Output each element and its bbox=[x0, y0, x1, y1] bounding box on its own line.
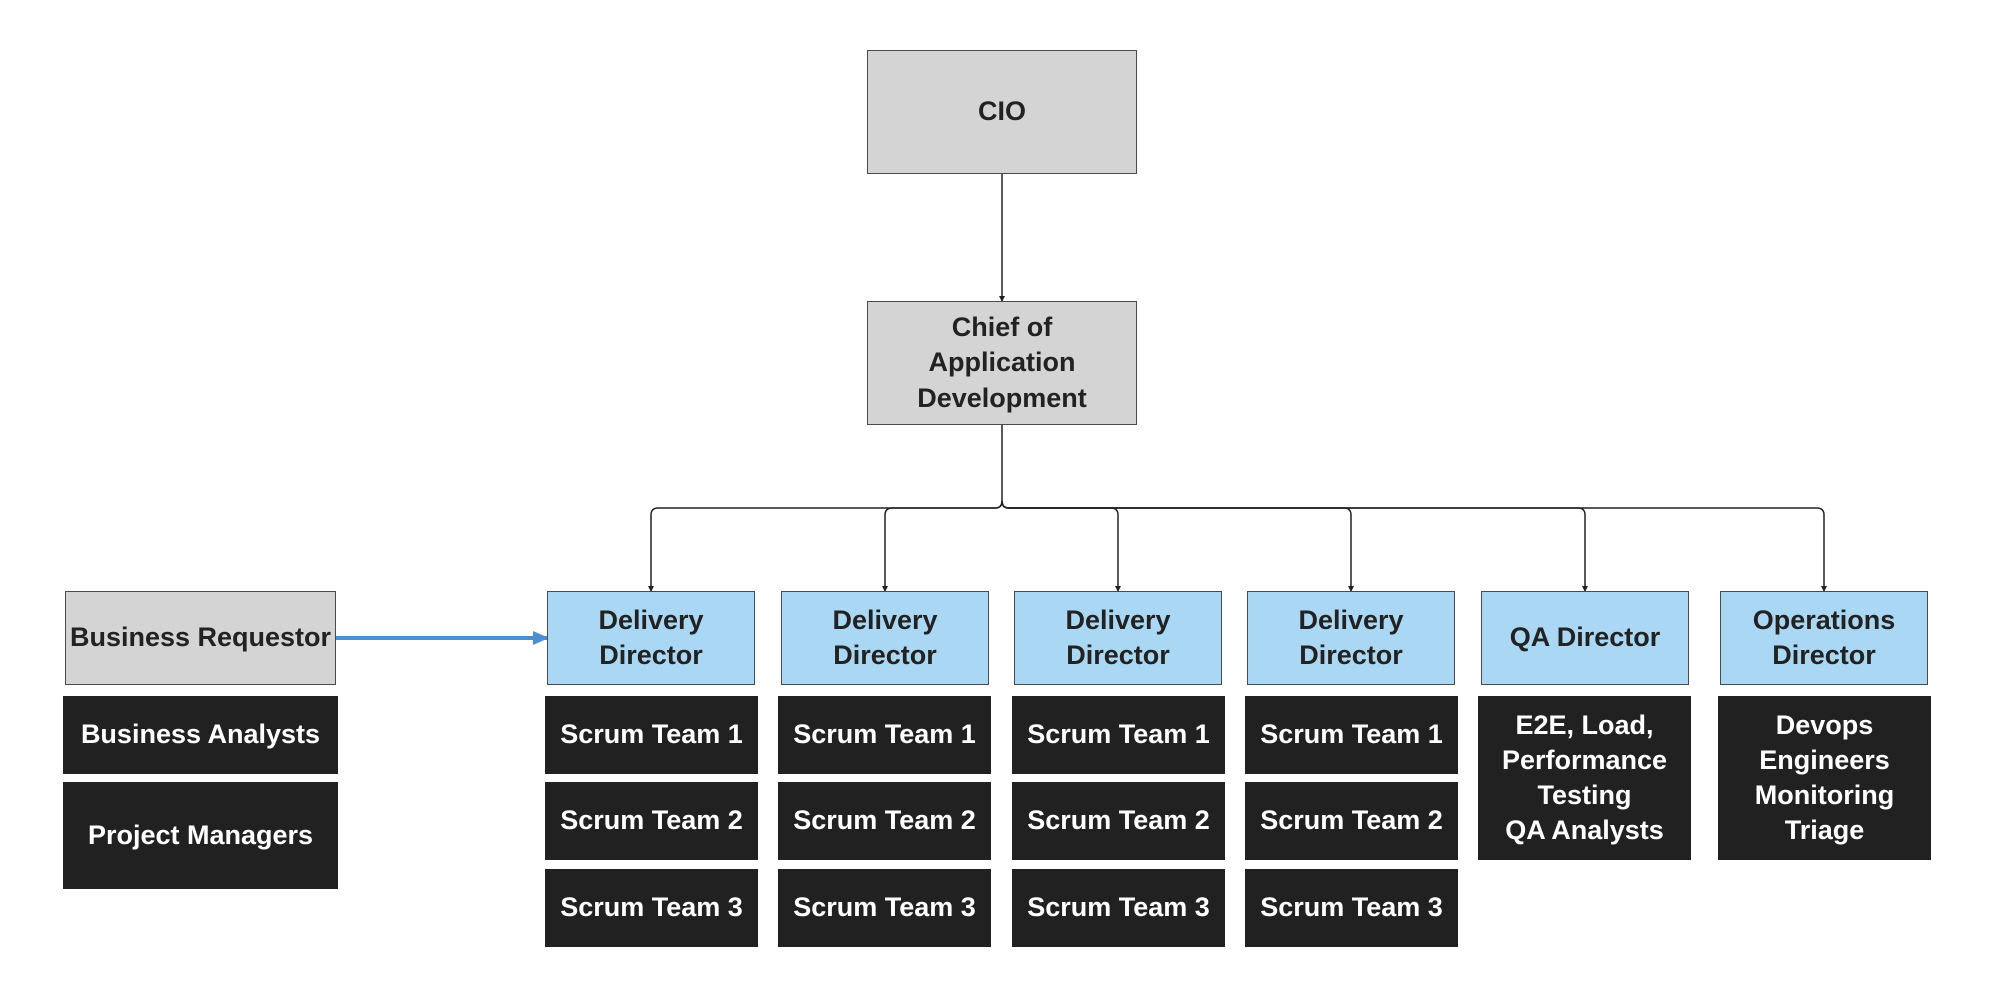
scrum-team-box: Scrum Team 3 bbox=[778, 869, 991, 947]
delivery-director-box: Delivery Director bbox=[781, 591, 989, 685]
delivery-director-box: Delivery Director bbox=[1247, 591, 1455, 685]
scrum-team-box: Scrum Team 2 bbox=[545, 782, 758, 860]
scrum-team-box: Scrum Team 3 bbox=[1245, 869, 1458, 947]
project-managers-box: Project Managers bbox=[63, 782, 338, 889]
chief-to-directors-connector bbox=[1001, 500, 1354, 592]
operations-director-box: Operations Director bbox=[1720, 591, 1928, 685]
scrum-team-box: Scrum Team 1 bbox=[778, 696, 991, 774]
chief-to-directors-connector bbox=[882, 500, 1003, 592]
business-analysts-box: Business Analysts bbox=[63, 696, 338, 774]
scrum-team-box: Scrum Team 1 bbox=[1245, 696, 1458, 774]
cio-box: CIO bbox=[867, 50, 1137, 174]
qa-director-box: QA Director bbox=[1481, 591, 1689, 685]
chief-to-directors-connector bbox=[1001, 500, 1588, 592]
qa-teams-box: E2E, Load, Performance Testing QA Analys… bbox=[1478, 696, 1691, 860]
chief-to-directors-connector bbox=[1001, 500, 1121, 592]
scrum-team-box: Scrum Team 2 bbox=[1245, 782, 1458, 860]
delivery-director-box: Delivery Director bbox=[547, 591, 755, 685]
business-requestor-box: Business Requestor bbox=[65, 591, 336, 685]
scrum-team-box: Scrum Team 3 bbox=[545, 869, 758, 947]
scrum-team-box: Scrum Team 3 bbox=[1012, 869, 1225, 947]
scrum-team-box: Scrum Team 1 bbox=[1012, 696, 1225, 774]
scrum-team-box: Scrum Team 2 bbox=[778, 782, 991, 860]
scrum-team-box: Scrum Team 2 bbox=[1012, 782, 1225, 860]
ops-teams-box: Devops Engineers Monitoring Triage bbox=[1718, 696, 1931, 860]
chief-to-directors-connector bbox=[1001, 500, 1827, 592]
chief-app-dev-box: Chief of Application Development bbox=[867, 301, 1137, 425]
scrum-team-box: Scrum Team 1 bbox=[545, 696, 758, 774]
delivery-director-box: Delivery Director bbox=[1014, 591, 1222, 685]
